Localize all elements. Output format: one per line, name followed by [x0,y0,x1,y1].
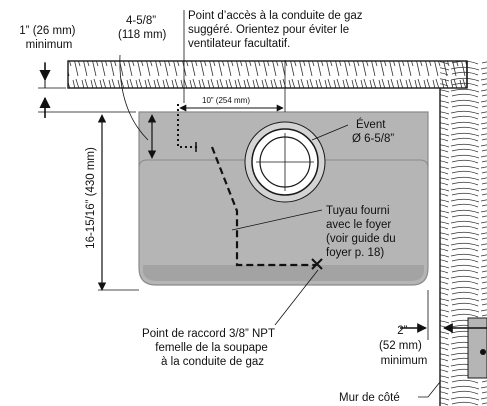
clearance-side-arrows [400,290,487,340]
offset-depth-label: 4-5/8” (118 mm) [118,15,167,41]
side-wall-label: Mur de côté [339,392,400,404]
offset-width-label: 10” (254 mm) [202,96,250,105]
vent-opening [244,60,326,203]
depth-label: 16-15/16” (430 mm) [85,147,97,249]
vent-label: Évent Ø 6-5/8” [352,118,394,145]
clearance-side-label: 2” (52 mm) minimum [379,325,427,367]
gas-access-route [177,104,200,152]
connection-point-mark [311,258,323,270]
clearance-top-label: 1” (26 mm) minimum [19,25,78,51]
gas-access-label: Point d’accès à la conduite de gaz suggé… [188,10,366,50]
supplied-pipe-label: Tuyau fourni avec le foyer (voir guide d… [326,205,399,259]
side-wall-marker-dot [480,349,486,355]
top-wall [67,60,468,89]
offset-depth-dimension [119,54,157,159]
clearance-top-arrows [38,62,136,118]
connection-leader [274,269,319,326]
pipe-leader [231,209,323,231]
depth-dimension [97,114,139,291]
supplied-pipe-route [210,146,316,267]
connection-label: Point de raccord 3/8” NPT femelle de la … [142,328,278,368]
side-wall-leader [418,381,441,398]
side-wall [439,61,487,406]
vent-leader [311,124,349,141]
